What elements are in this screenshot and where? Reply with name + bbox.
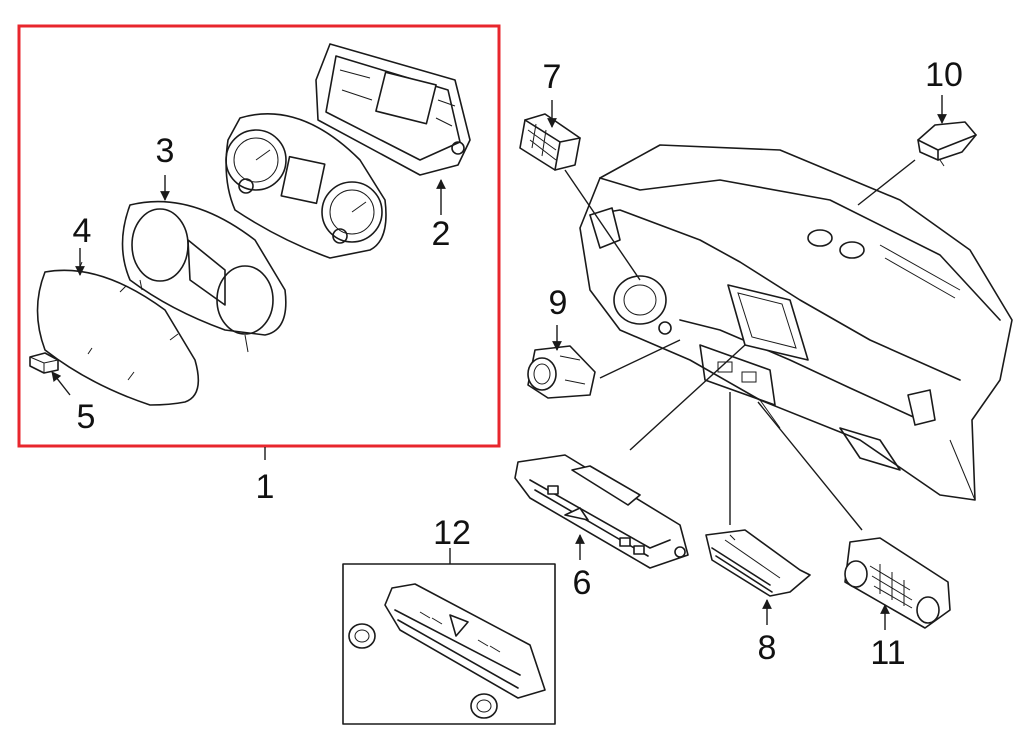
callout-arrows (51, 95, 947, 630)
callout-6: 6 (573, 564, 592, 602)
callout-2: 2 (432, 215, 451, 253)
leader-lines (264, 159, 916, 564)
callout-12: 12 (433, 514, 471, 552)
highlight-frame (17, 24, 501, 448)
callout-7: 7 (543, 58, 562, 96)
part-5-clip (29, 352, 59, 374)
part-8-bracket (705, 529, 811, 597)
part-3-bezel (121, 200, 287, 353)
callout-11: 11 (870, 634, 905, 672)
part-10-sensor (917, 121, 977, 167)
part-9-knob-switch (527, 345, 596, 399)
part-12-box (342, 563, 556, 725)
dashboard-assembly (579, 144, 1013, 501)
callout-9: 9 (549, 284, 568, 322)
callout-3: 3 (156, 132, 175, 170)
callout-10: 10 (925, 56, 963, 94)
callout-labels: 1 2 3 4 5 6 7 8 9 10 11 12 (73, 56, 963, 672)
callout-1: 1 (256, 468, 275, 506)
callout-4: 4 (73, 212, 92, 250)
callout-8: 8 (758, 629, 777, 667)
callout-5: 5 (77, 398, 96, 436)
part-6-switch-panel (514, 454, 689, 569)
part-3-gauge-face (225, 113, 387, 259)
part-2-cluster-housing (315, 43, 471, 176)
part-7-switch-block (519, 113, 581, 171)
part-11-climate-panel (844, 537, 951, 629)
